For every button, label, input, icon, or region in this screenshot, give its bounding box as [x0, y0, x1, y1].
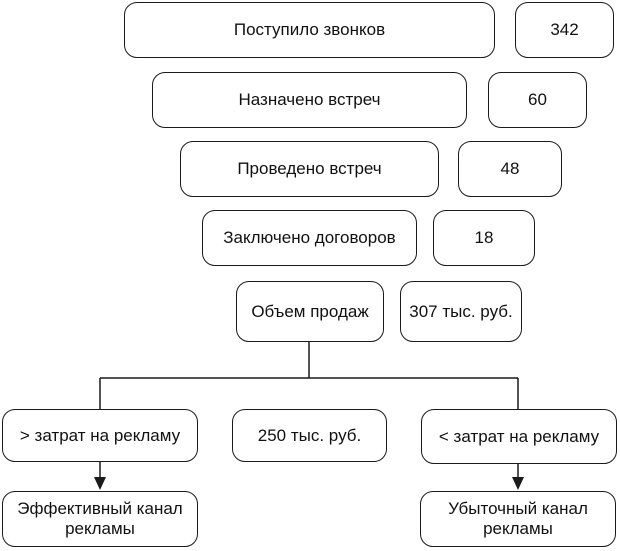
stage-sales-volume-value-text: 307 тыс. руб. — [409, 301, 513, 321]
branch-below-condition: < затрат на рекламу — [421, 409, 617, 464]
stage-meetings-held-value-text: 48 — [500, 159, 520, 178]
stage-meetings-scheduled-label-text: Назначено встреч — [238, 90, 381, 109]
stage-meetings-scheduled-value-text: 60 — [528, 90, 547, 109]
stage-sales-volume-label: Объем продаж — [236, 281, 384, 342]
stage-calls-value: 342 — [515, 2, 614, 58]
stage-sales-volume-value: 307 тыс. руб. — [400, 281, 522, 342]
stage-contracts-label: Заключено договоров — [202, 210, 417, 266]
right-arrowhead — [512, 477, 524, 490]
left-arrowhead — [94, 477, 106, 490]
branch-above-condition: > затрат на рекламу — [2, 409, 198, 462]
stage-sales-volume-label-text: Объем продаж — [251, 301, 369, 321]
stage-meetings-scheduled-label: Назначено встреч — [152, 72, 467, 128]
stage-calls-label: Поступило звонков — [124, 2, 495, 58]
branch-threshold: 250 тыс. руб. — [232, 409, 387, 462]
stage-calls-label-text: Поступило звонков — [233, 20, 386, 39]
result-effective-channel: Эффективный канал рекламы — [2, 491, 198, 547]
result-unprofitable-channel: Убыточный канал рекламы — [420, 491, 616, 547]
stage-contracts-value: 18 — [433, 210, 535, 266]
stage-meetings-held-label-text: Проведено встреч — [237, 159, 382, 178]
stage-meetings-held-value: 48 — [458, 141, 562, 197]
stage-meetings-held-label: Проведено встреч — [180, 141, 439, 197]
stage-calls-value-text: 342 — [550, 20, 579, 39]
stage-meetings-scheduled-value: 60 — [488, 72, 587, 128]
result-effective-channel-text: Эффективный канал рекламы — [17, 499, 183, 538]
stage-contracts-label-text: Заключено договоров — [223, 228, 396, 247]
result-unprofitable-channel-text: Убыточный канал рекламы — [448, 499, 588, 538]
stage-contracts-value-text: 18 — [474, 228, 494, 247]
branch-above-condition-text: > затрат на рекламу — [19, 425, 181, 445]
branch-below-condition-text: < затрат на рекламу — [438, 426, 600, 446]
branch-threshold-text: 250 тыс. руб. — [257, 425, 362, 445]
